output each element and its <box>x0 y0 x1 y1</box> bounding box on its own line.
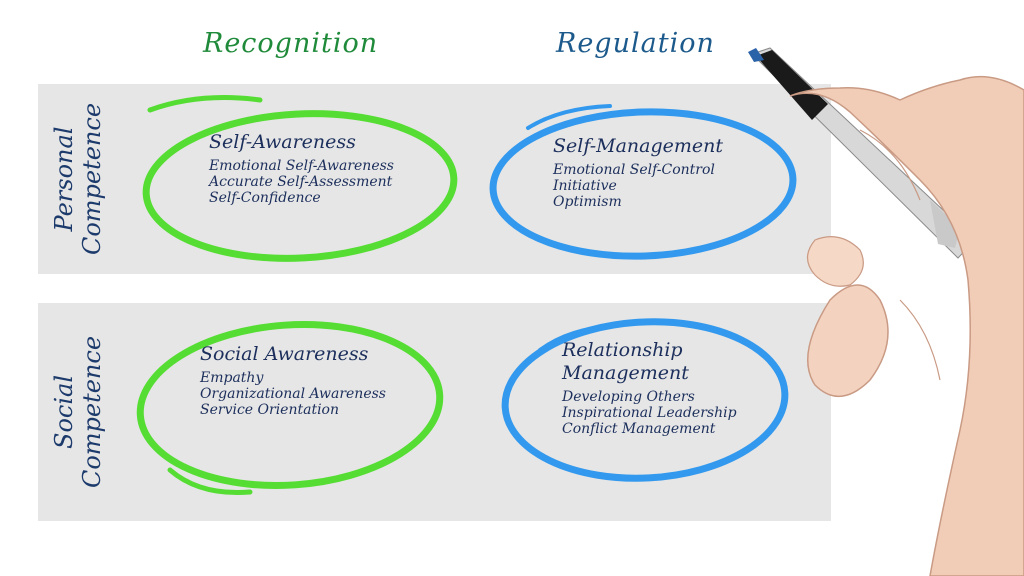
social-competence-label: Social Competence <box>50 335 106 489</box>
self-awareness-list: Emotional Self-Awareness Accurate Self-A… <box>209 158 394 206</box>
list-item: Organizational Awareness <box>200 386 386 402</box>
list-item: Self-Confidence <box>209 190 321 206</box>
social-awareness-title: Social Awareness <box>200 343 369 365</box>
list-item: Service Orientation <box>200 402 340 418</box>
self-awareness-quadrant: Self-Awareness Emotional Self-Awareness … <box>209 131 394 206</box>
self-management-title: Self-Management <box>553 135 723 157</box>
social-awareness-list: Empathy Organizational Awareness Service… <box>200 370 386 418</box>
list-item: Emotional Self-Awareness <box>209 158 394 174</box>
list-item: Developing Others <box>562 389 695 405</box>
regulation-heading: Regulation <box>556 28 715 59</box>
list-item: Initiative <box>553 178 617 194</box>
relationship-management-title: Relationship Management <box>562 339 689 384</box>
recognition-heading: Recognition <box>203 28 379 59</box>
personal-competence-label-wrap: Personal Competence <box>38 84 118 274</box>
self-management-list: Emotional Self-Control Initiative Optimi… <box>553 162 723 210</box>
list-item: Conflict Management <box>562 421 716 437</box>
social-competence-label-wrap: Social Competence <box>38 303 118 521</box>
personal-competence-label: Personal Competence <box>50 102 106 256</box>
relationship-management-list: Developing Others Inspirational Leadersh… <box>562 389 737 437</box>
list-item: Emotional Self-Control <box>553 162 715 178</box>
relationship-management-quadrant: Relationship Management Developing Other… <box>562 339 737 437</box>
self-management-quadrant: Self-Management Emotional Self-Control I… <box>553 135 723 210</box>
self-awareness-title: Self-Awareness <box>209 131 356 153</box>
list-item: Accurate Self-Assessment <box>209 174 393 190</box>
list-item: Inspirational Leadership <box>562 405 737 421</box>
social-awareness-quadrant: Social Awareness Empathy Organizational … <box>200 343 386 418</box>
list-item: Empathy <box>200 370 264 386</box>
list-item: Optimism <box>553 194 622 210</box>
